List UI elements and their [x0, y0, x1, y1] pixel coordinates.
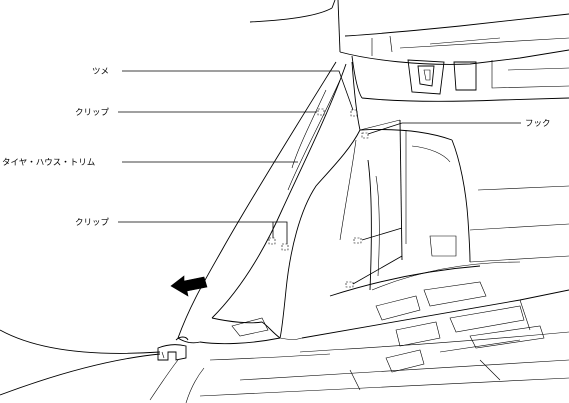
clip-marker-lower-a — [268, 237, 276, 245]
label-clip-bottom: クリップ — [75, 218, 110, 228]
hook-marker-3 — [345, 281, 354, 288]
upper-body-panel — [249, 0, 569, 102]
label-hook: フック — [525, 119, 551, 129]
clip-marker-top — [317, 108, 325, 116]
clip-marker-lower-b — [281, 243, 289, 251]
hook-marker-1 — [361, 132, 369, 139]
tsume-marker — [350, 109, 358, 117]
hook-marker-2 — [353, 237, 362, 244]
label-tire-house-trim: タイヤ・ハウス・トリム — [2, 158, 95, 168]
label-tsume: ツメ — [92, 67, 109, 77]
removal-direction-arrow-icon — [170, 275, 208, 297]
label-clip-top: クリップ — [75, 108, 110, 118]
rear-side-body-line — [0, 329, 205, 403]
leader-lines — [118, 70, 521, 285]
tire-house-trim — [177, 61, 361, 345]
trim-base-hook — [157, 336, 189, 361]
wheel-housing-floor — [199, 119, 569, 397]
fastener-markers — [268, 108, 369, 288]
